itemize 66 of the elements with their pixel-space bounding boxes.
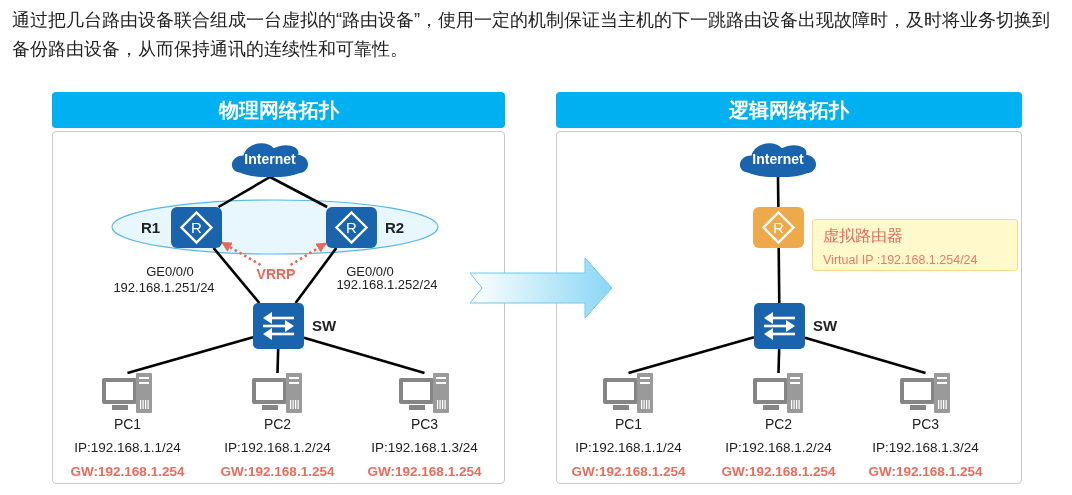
gateway-address: GW:192.168.1.254 [721,463,836,481]
computer-icon [252,373,303,413]
computer-icon [900,373,951,413]
callout-box [812,219,1018,271]
interface-label: 192.168.1.252/24 [336,277,438,293]
device-label: R2 [385,217,405,238]
device-label: PC1 [614,415,643,433]
ip-address: IP:192.168.1.2/24 [725,439,832,457]
interface-label: GE0/0/0 [346,264,394,280]
device-label: SW [312,316,337,336]
ip-address: IP:192.168.1.3/24 [371,439,478,457]
connection-line [777,248,781,303]
computer-icon [603,373,654,413]
ip-address: IP:192.168.1.1/24 [575,439,682,457]
block-arrow [469,257,613,319]
cloud-label: Internet [751,150,805,168]
router-icon [326,207,377,248]
connection-line [777,348,781,374]
cloud-label: Internet [243,150,297,168]
connection-line [776,177,780,207]
connection-line [303,336,425,375]
connection-line [804,336,926,375]
connection-line [212,247,261,304]
intro-text: 通过把几台路由设备联合组成一台虚拟的“路由设备”，使用一定的机制保证当主机的下一跳路由设备出现故障时，及时将业务切换到备份路由设备，从而保持通讯的连续性和可靠性。 [12,8,1052,61]
router-letter: R [190,218,203,237]
interface-label: 192.168.1.251/24 [113,280,215,296]
router-icon [171,207,222,248]
device-label: SW [813,316,838,336]
ip-address: IP:192.168.1.1/24 [74,439,181,457]
connection-line [217,175,271,209]
panel-header: 物理网络拓扑 [52,92,505,128]
callout-text: Virtual IP :192.168.1.254/24 [823,253,978,268]
device-label: PC3 [410,415,439,433]
device-label: PC2 [764,415,793,433]
ip-address: IP:192.168.1.3/24 [872,439,979,457]
panel-header: 逻辑网络拓扑 [556,92,1022,128]
connection-line [127,336,254,375]
gateway-address: GW:192.168.1.254 [367,463,482,481]
callout-title: 虚拟路由器 [823,226,903,246]
computer-icon [102,373,153,413]
gateway-address: GW:192.168.1.254 [70,463,185,481]
gateway-address: GW:192.168.1.254 [220,463,335,481]
connection-line [276,348,280,374]
ip-address: IP:192.168.1.2/24 [224,439,331,457]
router-letter: R [345,218,358,237]
arrow [221,241,262,267]
connection-line [294,247,338,304]
gateway-address: GW:192.168.1.254 [571,463,686,481]
cloud [231,141,309,177]
computer-icon [399,373,450,413]
switch-icon [754,303,805,349]
device-label: R1 [141,217,161,238]
router-letter: R [772,218,785,237]
arrow [289,242,327,267]
connection-line [269,175,328,209]
router-icon [753,207,804,248]
device-label: PC3 [911,415,940,433]
computer-icon [753,373,804,413]
connection-line [628,336,755,375]
interface-label: GE0/0/0 [146,264,194,280]
protocol-label: VRRP [256,265,296,283]
device-label: PC1 [113,415,142,433]
gateway-address: GW:192.168.1.254 [868,463,983,481]
device-label: PC2 [263,415,292,433]
switch-icon [253,303,304,349]
cloud [739,141,817,177]
